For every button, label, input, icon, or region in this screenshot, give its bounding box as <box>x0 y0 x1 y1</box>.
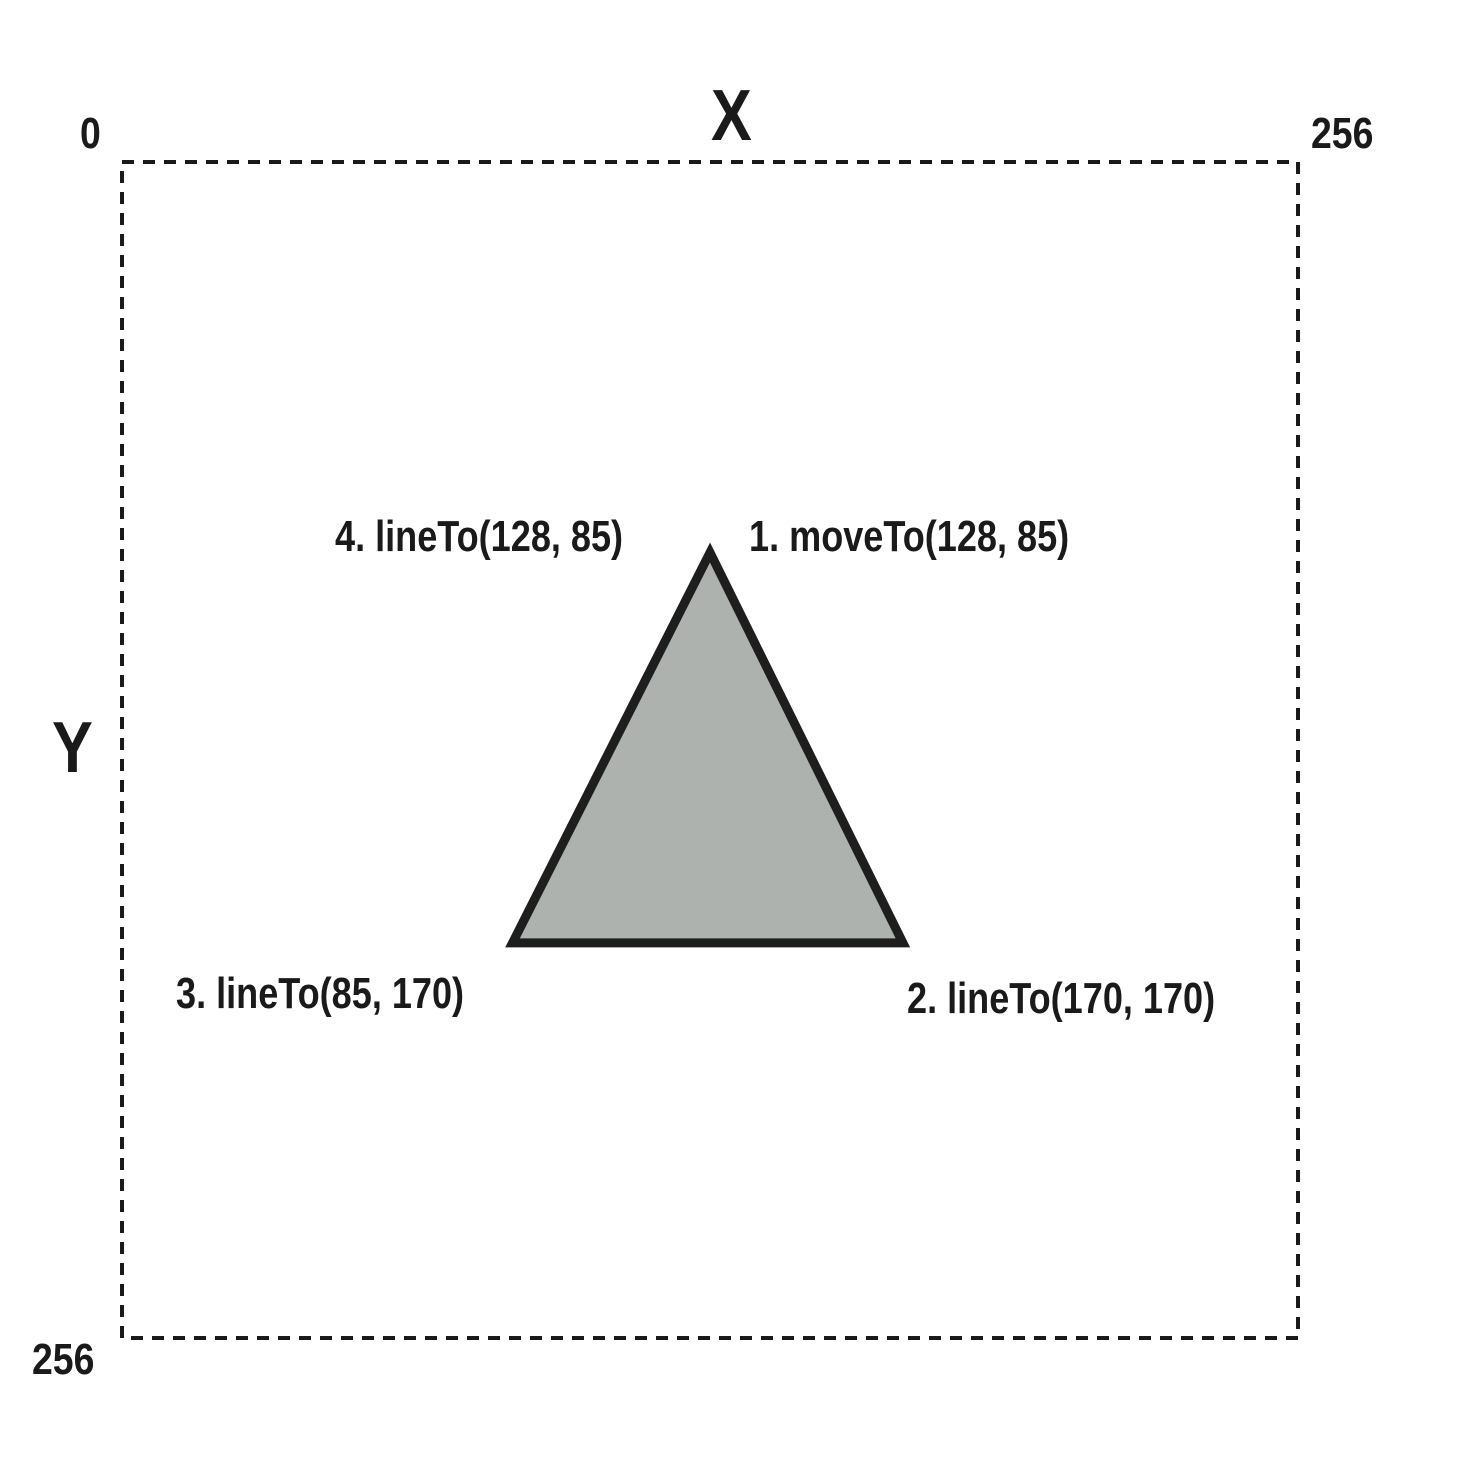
step-label-line-to-4: 4. lineTo(128, 85) <box>335 512 624 561</box>
x-max-label: 256 <box>1311 109 1374 158</box>
x-axis-title: X <box>711 76 752 156</box>
canvas-border <box>120 160 1300 1340</box>
y-axis-title: Y <box>52 708 93 788</box>
step-label-line-to-3: 3. lineTo(85, 170) <box>176 969 465 1018</box>
triangle-path <box>505 542 911 948</box>
origin-label: 0 <box>80 109 101 158</box>
step-label-move-to: 1. moveTo(128, 85) <box>749 512 1070 561</box>
step-label-line-to-2: 2. lineTo(170, 170) <box>907 974 1216 1023</box>
y-max-label: 256 <box>32 1335 95 1384</box>
